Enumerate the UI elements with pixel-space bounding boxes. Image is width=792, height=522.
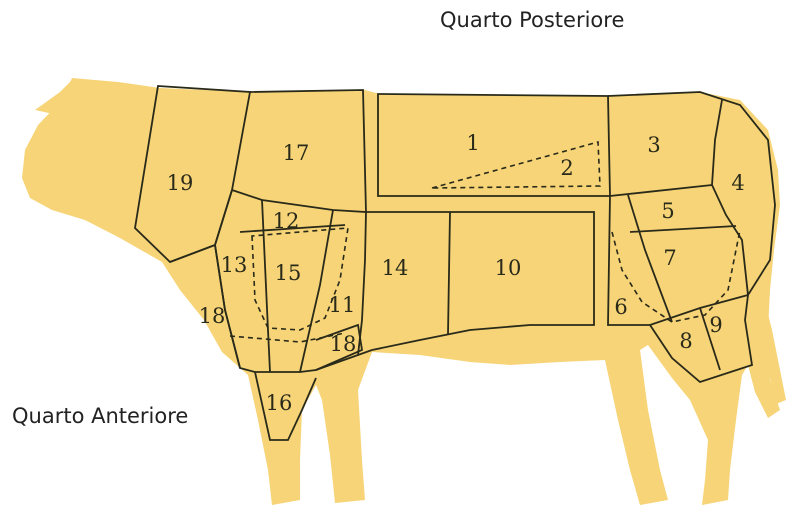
cow-body: [22, 78, 780, 505]
cut-number: 8: [679, 329, 692, 353]
cut-number: 9: [709, 313, 722, 337]
cut-number: 12: [273, 209, 300, 233]
cut-number: 4: [731, 171, 744, 195]
cut-number: 6: [614, 295, 627, 319]
cut-number: 3: [647, 133, 660, 157]
cut-number: 19: [167, 171, 194, 195]
cut-number: 18: [330, 332, 357, 356]
cut-number: 10: [495, 256, 522, 280]
cut-number: 17: [283, 141, 310, 165]
cut-number: 7: [663, 246, 676, 270]
cow-silhouette: [22, 78, 786, 505]
cut-number: 2: [560, 156, 573, 180]
cut-number: 11: [329, 293, 356, 317]
cut-number: 1: [466, 131, 479, 155]
cut-number: 5: [661, 199, 674, 223]
cut-number: 15: [275, 261, 302, 285]
cut-number: 13: [221, 253, 248, 277]
cut-number: 18: [199, 304, 226, 328]
cut-number: 14: [382, 256, 409, 280]
cut-number: 16: [266, 391, 293, 415]
